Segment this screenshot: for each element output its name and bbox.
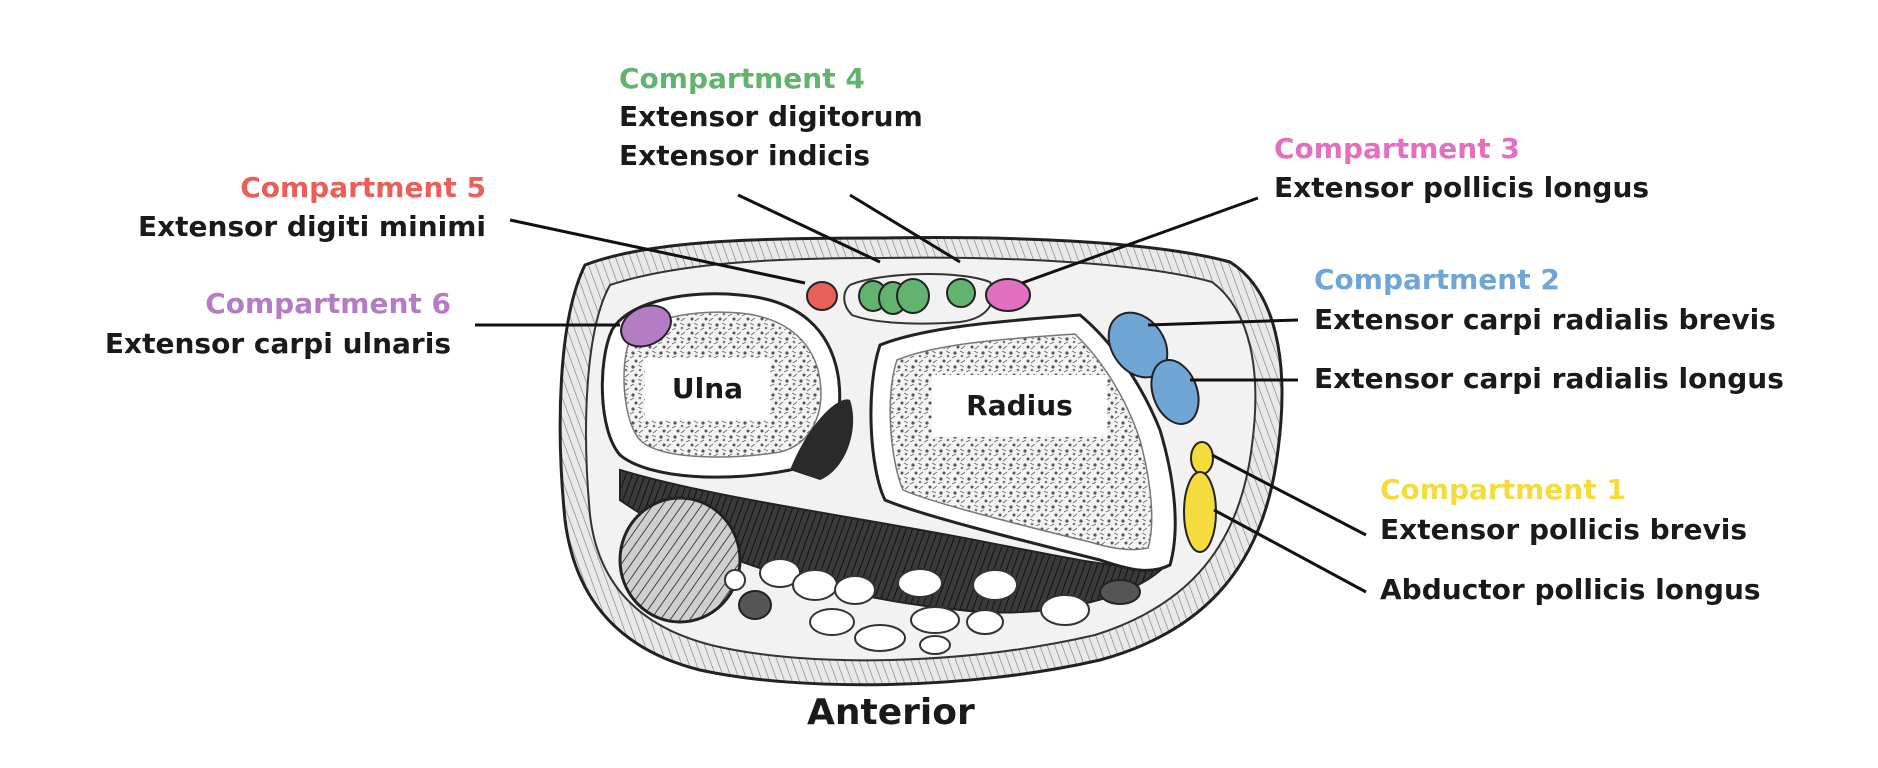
compartment-5-title: Compartment 5 xyxy=(240,171,486,204)
anterior-muscle-mass xyxy=(618,468,1171,624)
leader-extensor-indicis xyxy=(849,193,961,264)
leader-ecrb xyxy=(1147,318,1299,327)
leader-compartment-5 xyxy=(509,218,806,285)
compartment-4-tendons xyxy=(858,278,976,315)
leader-extensor-digitorum xyxy=(737,193,881,264)
compartment-4-title: Compartment 4 xyxy=(619,62,865,95)
leader-epb xyxy=(1211,453,1367,537)
compartment-6-title: Compartment 6 xyxy=(205,287,451,320)
leader-apl xyxy=(1213,508,1367,594)
orientation-label: Anterior xyxy=(807,692,975,733)
leader-compartment-3 xyxy=(1021,196,1259,285)
compartment-5-tendon xyxy=(806,281,838,311)
vessels xyxy=(738,579,1141,620)
compartment-1-tendons xyxy=(1183,441,1217,553)
leader-lines xyxy=(475,193,1367,594)
compartment-2-tendons xyxy=(1107,311,1200,425)
compartment-3-muscle-1: Extensor pollicis longus xyxy=(1274,171,1650,204)
compartment-6-tendon xyxy=(620,304,672,348)
compartment-2-muscle-2: Extensor carpi radialis longus xyxy=(1314,362,1784,395)
compartment-3-title: Compartment 3 xyxy=(1274,132,1520,165)
ulna-label: Ulna xyxy=(645,358,770,420)
compartment-3-tendon xyxy=(985,278,1031,312)
compartment-1-title: Compartment 1 xyxy=(1380,473,1626,506)
compartment-6-muscle-1: Extensor carpi ulnaris xyxy=(104,327,451,360)
compartment-1-muscle-2: Abductor pollicis longus xyxy=(1380,573,1761,606)
compartment-1-muscle-1: Extensor pollicis brevis xyxy=(1380,513,1747,546)
compartment-5-muscle-1: Extensor digiti minimi xyxy=(137,210,486,243)
compartment-2-title: Compartment 2 xyxy=(1314,263,1560,296)
compartment-4-muscle-2: Extensor indicis xyxy=(619,139,870,172)
radius-label: Radius xyxy=(932,375,1107,437)
compartment-4-muscle-1: Extensor digitorum xyxy=(619,100,923,133)
compartment-2-muscle-1: Extensor carpi radialis brevis xyxy=(1314,303,1776,336)
flexor-tendons xyxy=(724,558,1090,655)
compartment-4-sheath xyxy=(843,273,994,325)
